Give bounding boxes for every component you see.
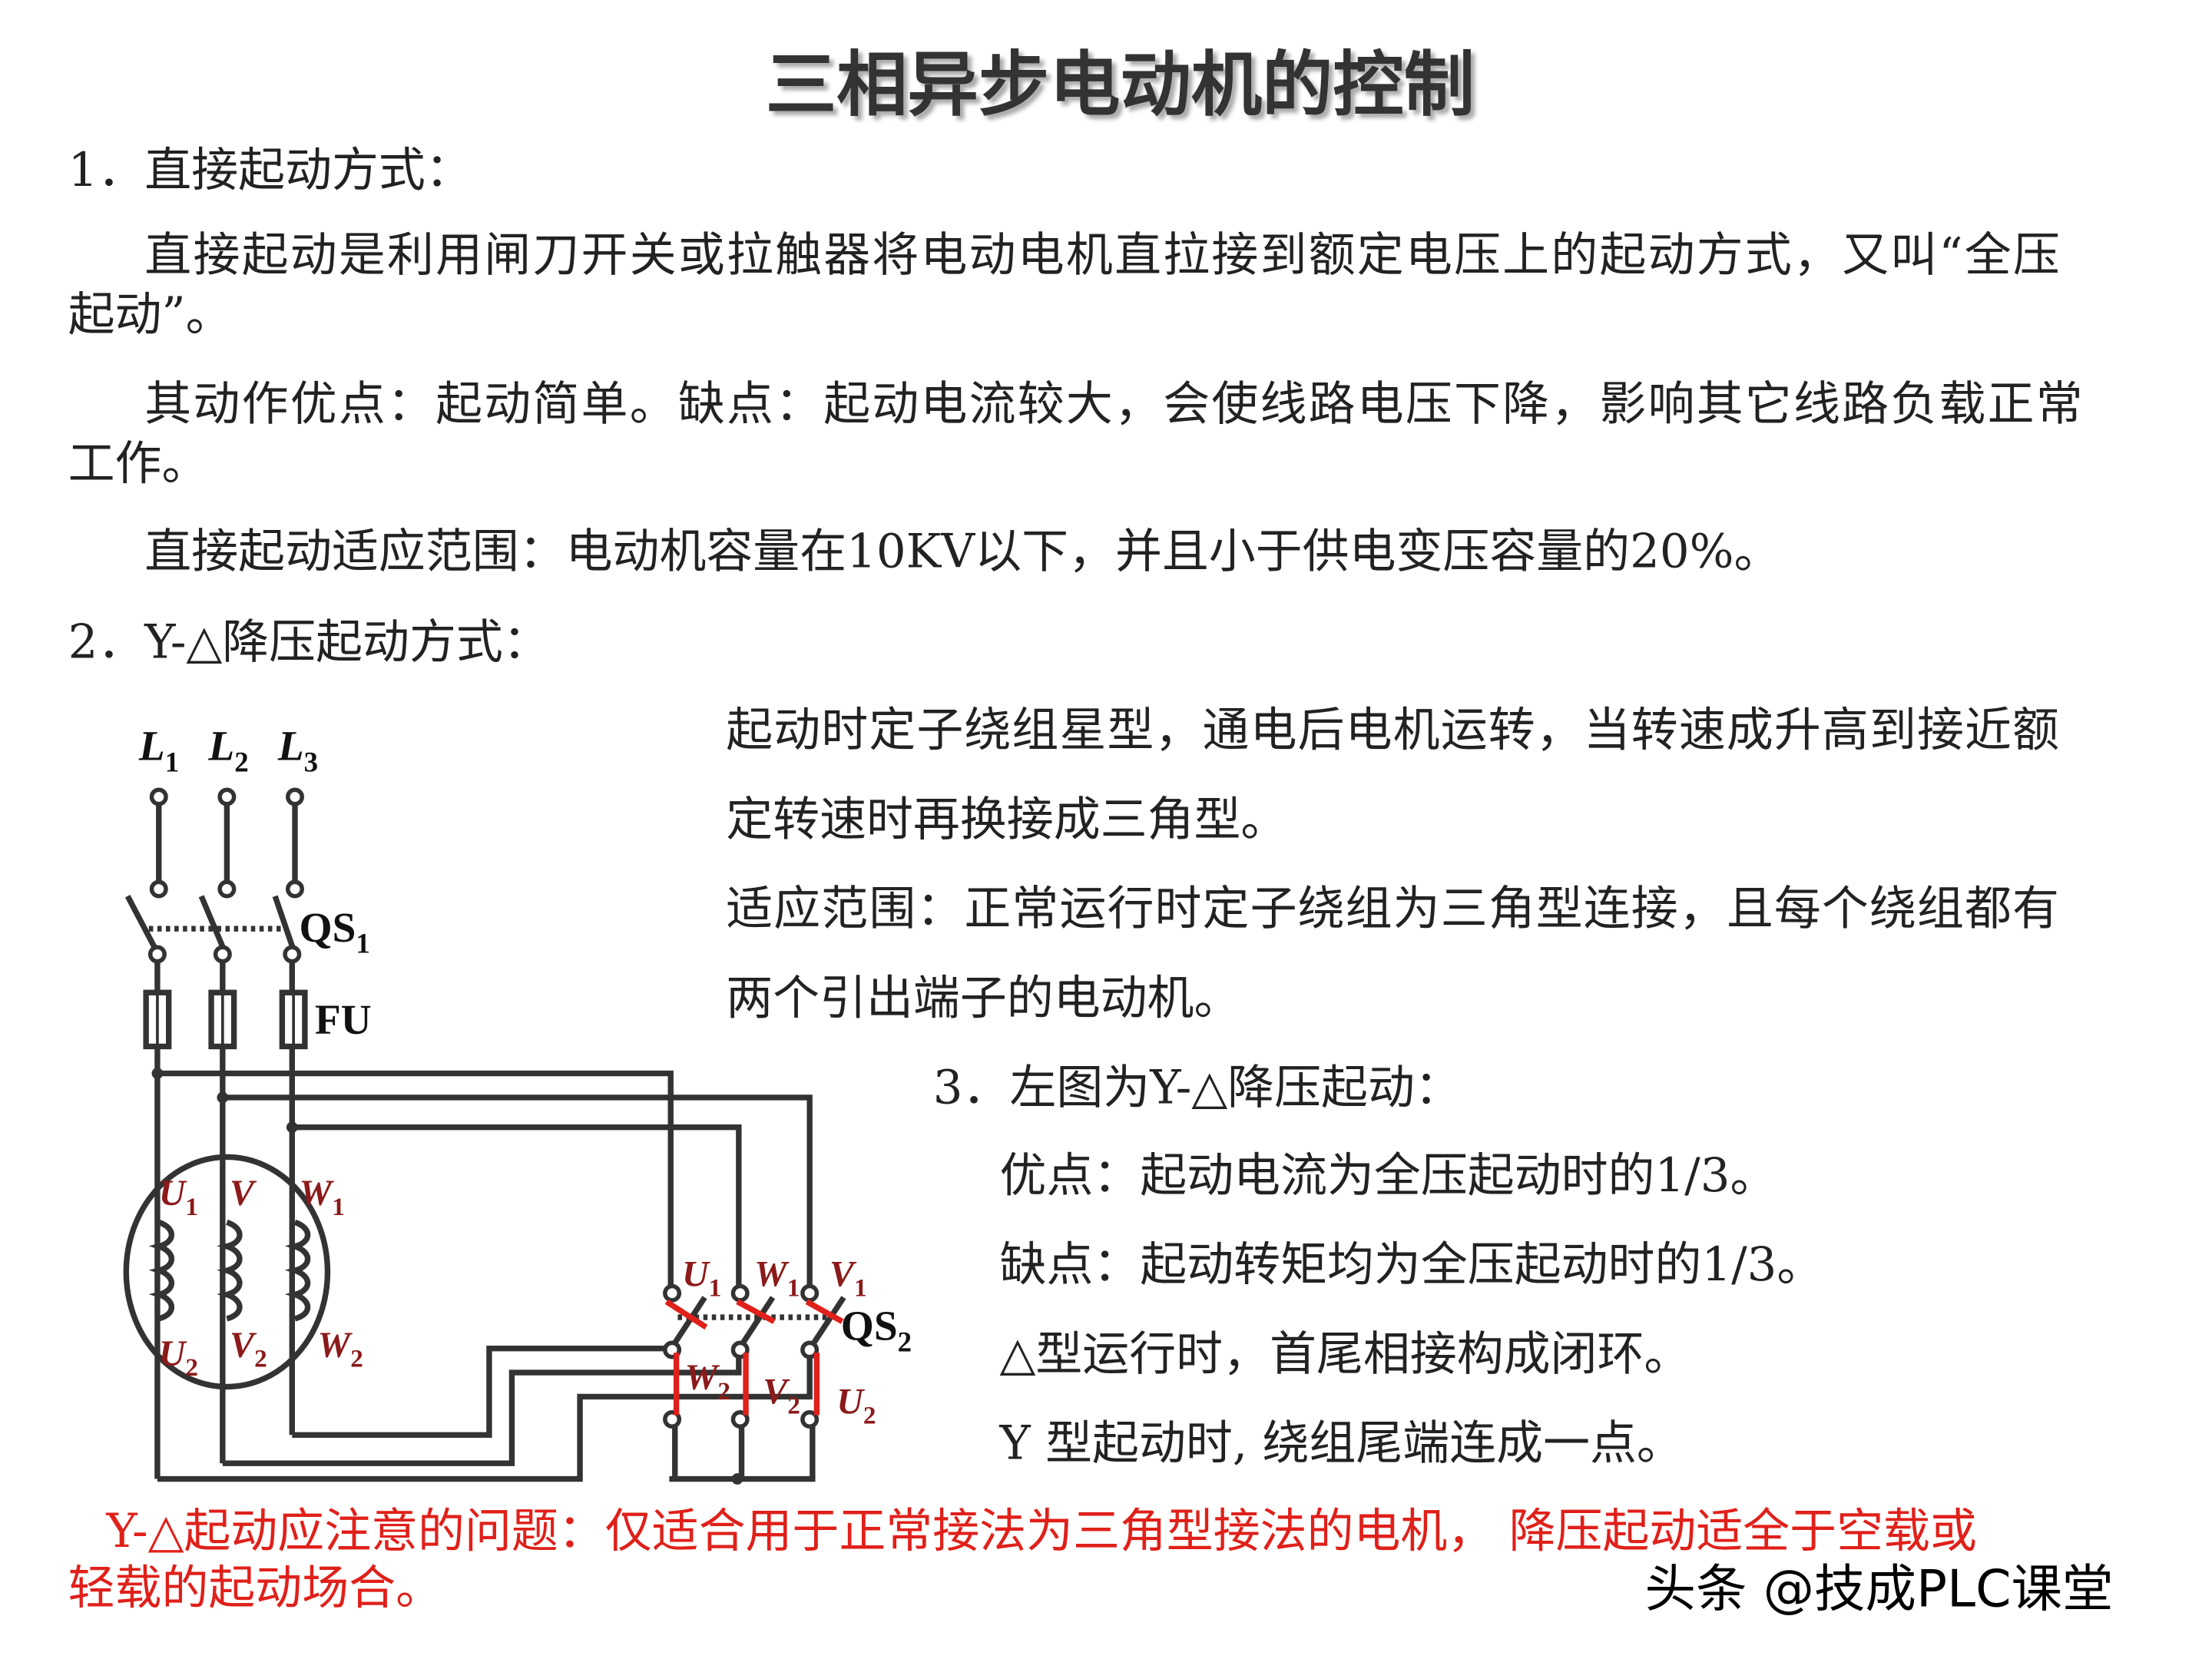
warning-line2: 轻载的起动场合。 xyxy=(68,1559,442,1615)
section2-heading: 2．Y-△降压起动方式： xyxy=(68,614,550,670)
motor xyxy=(123,1154,331,1390)
label-l1: L1 xyxy=(138,723,179,778)
section3-item: 缺点：起动转矩均为全压起动时的1/3。 xyxy=(999,1236,1824,1292)
svg-text:V2: V2 xyxy=(230,1325,267,1373)
junction-dot xyxy=(217,1091,229,1104)
qs1-blade xyxy=(272,895,296,952)
svg-text:V: V xyxy=(230,1173,257,1214)
junction-dot xyxy=(286,1121,298,1134)
svg-text:W2: W2 xyxy=(685,1357,730,1406)
label-fu: FU xyxy=(315,996,372,1043)
qs2-blade xyxy=(811,1296,846,1345)
label-qs2: QS2 xyxy=(841,1303,912,1358)
qs1-blade xyxy=(124,895,159,952)
junction-dot xyxy=(731,1473,743,1485)
label-l3: L3 xyxy=(277,723,318,778)
para1-line1: 直接起动是利用闸刀开关或拉触器将电动电机直拉接到额定电压上的起动方式，又叫“全压 xyxy=(144,227,2062,283)
label-l2: L2 xyxy=(207,723,248,778)
terminals xyxy=(147,787,820,1429)
qs1-blade xyxy=(198,895,227,952)
red-contacts xyxy=(664,1299,844,1416)
section3-item: Y 型起动时, 绕组尾端连成一点。 xyxy=(999,1415,1684,1471)
section3-item: △型运行时，首尾相接构成闭环。 xyxy=(999,1326,1691,1382)
wires xyxy=(123,796,846,1482)
junction-dot xyxy=(151,1068,164,1079)
para2-line2: 工作。 xyxy=(68,435,209,491)
warning-line1: Y-△起动应注意的问题：仅适合用于正常接法为三角型接法的电机， 降压起动适全于空… xyxy=(106,1502,1977,1558)
svg-text:W1: W1 xyxy=(754,1253,800,1302)
section1-heading: 1．直接起动方式： xyxy=(68,141,472,197)
winding-u xyxy=(148,1219,174,1322)
svg-text:V1: V1 xyxy=(830,1253,867,1302)
coils xyxy=(148,1068,743,1485)
para1-line2: 起动”。 xyxy=(68,286,233,342)
page-title: 三相异步电动机的控制 xyxy=(765,42,1475,127)
section3-heading: 3．左图为Y-△降压起动： xyxy=(932,1059,1462,1115)
section3-item: 优点：起动电流为全压起动时的1/3。 xyxy=(999,1147,1777,1203)
watermark: 头条 @技成PLC课堂 xyxy=(1644,1561,2114,1620)
svg-text:W2: W2 xyxy=(318,1325,363,1373)
winding-w xyxy=(284,1219,311,1322)
svg-text:U2: U2 xyxy=(836,1382,876,1430)
svg-text:U1: U1 xyxy=(159,1173,198,1221)
svg-text:V2: V2 xyxy=(763,1372,800,1420)
section2-line: 定转速时再换接成三角型。 xyxy=(726,791,1288,847)
winding-v xyxy=(217,1219,243,1322)
section2-line: 起动时定子绕组星型，通电后电机运转，当转速成升高到接近额 xyxy=(726,701,2061,757)
label-qs1: QS1 xyxy=(300,904,370,959)
para3: 直接起动适应范围：电动机容量在10KV以下，并且小于供电变压容量的20%。 xyxy=(144,523,1781,579)
line-labels: L1 L2 L3 xyxy=(138,723,318,778)
section2-line: 两个引出端子的电动机。 xyxy=(726,969,1241,1025)
svg-text:U2: U2 xyxy=(159,1333,198,1382)
motor-terminal-labels: U1 V W1 U2 V2 W2 xyxy=(159,1173,363,1382)
para2-line1: 其动作优点：起动简单。缺点：起动电流较大，会使线路电压下降，影响其它线路负载正常 xyxy=(144,376,2085,432)
svg-text:W1: W1 xyxy=(300,1173,345,1221)
switch-terminal-labels: U1 W1 V1 W2 V2 U2 xyxy=(682,1253,876,1429)
svg-text:U1: U1 xyxy=(682,1253,721,1302)
section2-line: 适应范围：正常运行时定子绕组为三角型连接，且每个绕组都有 xyxy=(726,880,2061,936)
